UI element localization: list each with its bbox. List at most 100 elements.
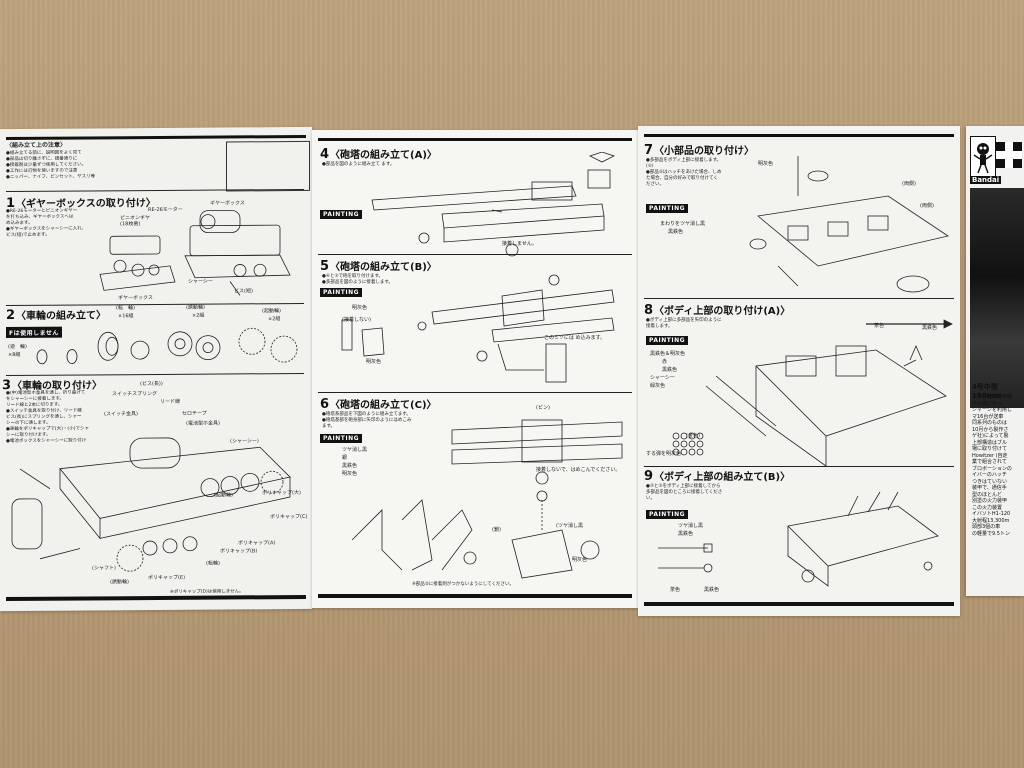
step2-illustration xyxy=(36,327,298,365)
step7-note: ●部品⑤はハッチをあけた場合、しめ xyxy=(646,170,722,175)
caution-table xyxy=(226,140,310,192)
caution-line: ●ニッパー、ナイフ、ピンセット、ヤスリ等 xyxy=(6,174,96,181)
label-polycap-e: ポリキャップ(E) xyxy=(148,574,186,582)
box-line: ブロボーションの xyxy=(972,465,1012,472)
panel-right: 7〈小部品の取り付け〉 ●多部品をボディ上部に接着します。 (⑤) ●部品⑤はハ… xyxy=(638,126,960,616)
step7-paint: 黒鉄色 xyxy=(668,229,684,235)
step8-illustration xyxy=(672,319,953,466)
label-induction: (誘動輪) xyxy=(110,579,129,586)
mascot-icon xyxy=(973,143,993,174)
step8-matte: 茶色 xyxy=(874,323,885,329)
label-gearbox: ギヤーボックス xyxy=(210,200,245,207)
top-rule xyxy=(318,138,632,141)
step-title-text: 〈小部品の取り付け〉 xyxy=(654,146,755,157)
step7-paint: まわりをツヤ消し黒 xyxy=(660,221,706,227)
step8-ammo: する弾を明灰色 xyxy=(646,451,682,457)
box-line: 別塗の火力装甲 xyxy=(972,498,1008,504)
label-polycap-a: ポリキャップ(A) xyxy=(238,540,276,547)
model-kit-box: Bandai 4号中型150mm ドイツ陸軍機甲師 その為にあっ シャーシを利用… xyxy=(966,126,1024,596)
step4-note: ●部品を図のように組み立て ます。 xyxy=(322,162,395,167)
step-title-text: 〈ボディ上部の取り付け(A)〉 xyxy=(654,306,791,317)
box-line: 型のほとんど xyxy=(972,491,1002,498)
step5-paint: (接着しない) xyxy=(342,317,371,323)
step1-illustration xyxy=(99,210,291,296)
painting-badge: PAINTING xyxy=(646,204,689,213)
step7-note: ださい。 xyxy=(646,182,664,187)
step5-paint: 明灰色 xyxy=(366,359,382,365)
box-line: ドイツ陸軍機甲師 xyxy=(972,394,1013,400)
step6-paint: ツヤ消し黒 xyxy=(342,447,368,453)
step5-illustration xyxy=(341,274,615,383)
label-polycap-big: ポリキャップ(大) xyxy=(262,489,301,497)
cross-icon xyxy=(996,142,1022,168)
step3-illustration xyxy=(11,437,291,572)
step8-paint: 緑灰色 xyxy=(650,383,666,389)
label-screw-long: (ビス(長)) xyxy=(140,380,163,388)
step6-note: ●砲塔系部品を下図のように組み立てます。 xyxy=(322,412,411,417)
step8-paint: 黒鉄色＆明灰色 xyxy=(650,351,686,357)
step7-gray: 明灰色 xyxy=(758,161,774,167)
step5-caution: このミゾには め込みます。 xyxy=(544,335,606,341)
step7-illustration xyxy=(749,156,949,293)
step9-note: ●③と⑤をボディ上部に接着してから xyxy=(646,484,721,489)
box-line: 10月から製作さ xyxy=(972,426,1009,433)
brand-name: Bandai xyxy=(970,176,1002,184)
step7-both: (両側) xyxy=(902,181,916,187)
step9-note: 多部品を図のところに接着してくださ xyxy=(646,490,723,495)
painting-badge: PAINTING xyxy=(646,336,689,345)
box-photo xyxy=(970,188,1024,408)
box-line: イバソトH1-120 xyxy=(972,511,1011,517)
step6-note: ●砲塔基部を砲身部に矢印のようにはめこみ xyxy=(322,418,412,423)
label-polycap-b: ポリキャップ(B) xyxy=(220,548,258,555)
label-sprocket: (起動輪) xyxy=(262,308,281,315)
step5-note: ●多部品を図のように接着します。 xyxy=(322,280,393,285)
step-number: 5 xyxy=(320,259,330,274)
step9-illustration xyxy=(658,491,939,587)
label-polycap-c: ポリキャップ(C) xyxy=(270,513,308,521)
step-7-title: 7〈小部品の取り付け〉 xyxy=(644,142,754,158)
label-motor: RE-26モーター xyxy=(148,206,183,214)
label-wheel: (転 輪) xyxy=(116,305,135,312)
label-switch-metal: (スイッチ金具) xyxy=(104,411,138,418)
caution-title: 〈組み立て上の注意〉 xyxy=(6,141,67,150)
label-cellotape: セロテープ xyxy=(182,410,207,417)
panel-middle: 4〈砲塔の組み立て(A)〉 ●部品を図のように組み立て ます。 PAINTING… xyxy=(312,130,638,608)
box-line: ゲ社)によって製 xyxy=(972,433,1009,439)
step8-paint: シャーシー xyxy=(650,375,675,381)
step6-chain: (鎖) xyxy=(492,527,501,533)
step6-illustration xyxy=(351,419,623,579)
box-line: この火力装置 xyxy=(972,504,1003,511)
label-shaft: (シャフト) xyxy=(92,565,116,572)
box-line: 業で組合されて xyxy=(972,459,1007,465)
box-line: シャーシを利用し xyxy=(972,407,1012,413)
painting-badge: PAINTING xyxy=(320,434,363,443)
bandai-mascot-logo xyxy=(970,136,996,178)
step4-no-cement: 接着しません。 xyxy=(502,241,537,247)
painting-badge: PAINTING xyxy=(320,210,363,219)
step-8-title: 8〈ボディ上部の取り付け(A)〉 xyxy=(644,302,790,318)
step-number: 2 xyxy=(6,307,16,324)
step6-paint: 明灰色 xyxy=(342,471,358,477)
step6-gray: 明灰色 xyxy=(572,557,588,563)
label-gearbox-2: ギヤーボックス xyxy=(118,295,153,302)
step4-illustration xyxy=(371,152,616,257)
step9-paint: ツヤ消し黒 xyxy=(678,523,704,529)
label-spare: (遊 輪) xyxy=(8,343,27,351)
step8-note: 接着します。 xyxy=(646,324,673,329)
step-number: 4 xyxy=(320,147,330,162)
box-line: その為にあっ xyxy=(972,400,1003,407)
box-line: マ16台が送車 xyxy=(972,413,1004,420)
label-switch-spring: スイッチスプリング xyxy=(112,390,158,398)
bottom-rule xyxy=(644,602,954,606)
instruction-sheet: 〈組み立て上の注意〉 ●組み立てる前に、説明図をよく見て ●部品は切り離さずに、… xyxy=(0,122,968,616)
box-line: 大射程13,300m xyxy=(972,517,1010,524)
painting-badge: PAINTING xyxy=(646,510,689,519)
label-screw: ビス(短) xyxy=(234,288,253,295)
box-line: 頭部3個の車 xyxy=(972,524,1001,530)
divider xyxy=(318,254,632,255)
label-pinion-teeth: (18枚歯) xyxy=(120,221,141,228)
label-chassis: シャーシー xyxy=(188,278,213,285)
box-line: 同系列のものは xyxy=(972,420,1008,426)
step9-paint: 黒鉄色 xyxy=(678,531,694,537)
step6-nocement: 接着しないで、はめこんでください。 xyxy=(536,467,621,473)
